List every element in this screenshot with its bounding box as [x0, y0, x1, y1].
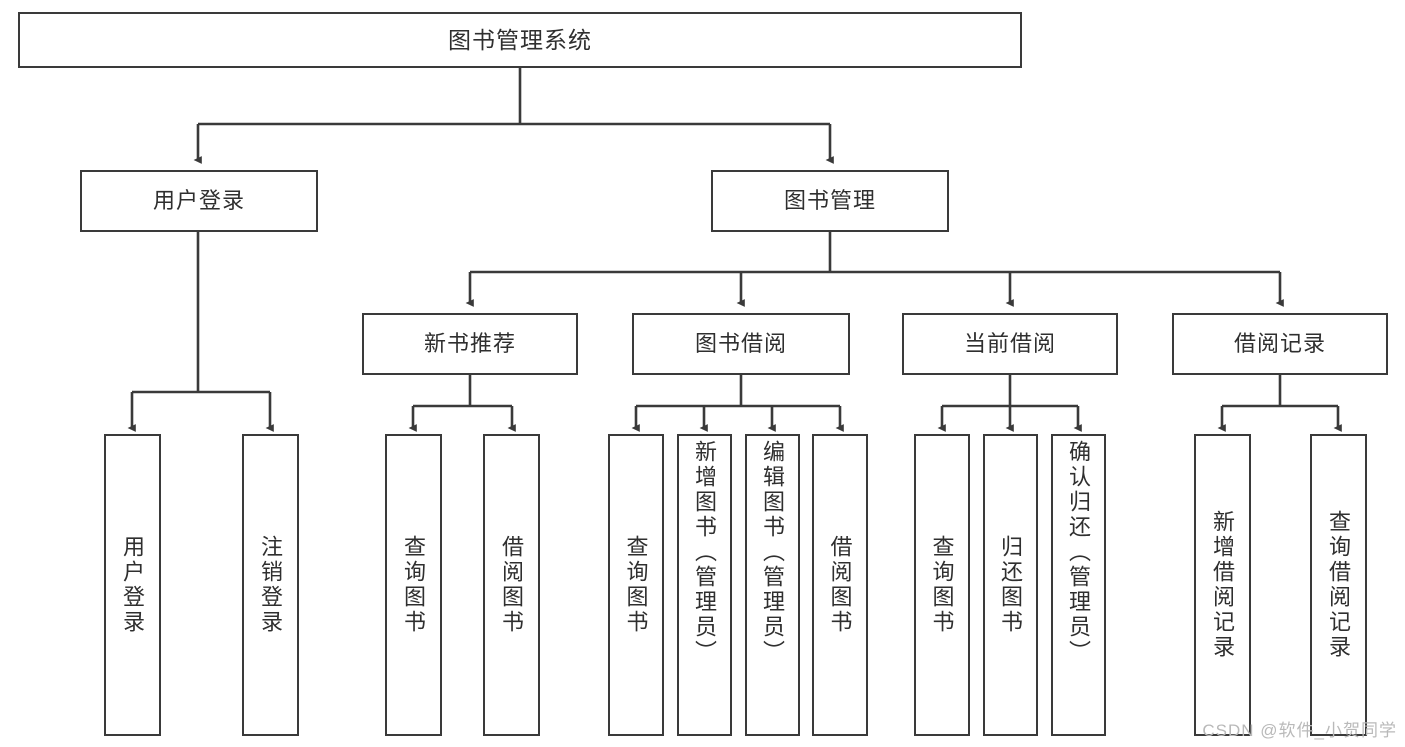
leaf-user-login[interactable]: 用户登录	[104, 434, 161, 736]
node-root-book-management-system[interactable]: 图书管理系统	[18, 12, 1022, 68]
leaf-add-book-admin[interactable]: 新增图书（管理员）	[677, 434, 732, 736]
node-label: 当前借阅	[963, 331, 1056, 357]
node-user-login[interactable]: 用户登录	[80, 170, 318, 232]
leaf-query-book-borrow[interactable]: 查询图书	[608, 434, 664, 736]
node-label: 查询借阅记录	[1326, 510, 1352, 660]
node-label: 查询图书	[929, 535, 955, 635]
node-label: 归还图书	[998, 535, 1024, 635]
node-label: 新增借阅记录	[1210, 510, 1236, 660]
node-label: 编辑图书（管理员）	[760, 440, 786, 665]
leaf-edit-book-admin[interactable]: 编辑图书（管理员）	[745, 434, 800, 736]
node-new-book-recommend[interactable]: 新书推荐	[362, 313, 578, 375]
node-label: 确认归还（管理员）	[1066, 440, 1092, 665]
node-book-borrow[interactable]: 图书借阅	[632, 313, 850, 375]
node-label: 新增图书（管理员）	[692, 440, 718, 665]
leaf-borrow-book[interactable]: 借阅图书	[812, 434, 868, 736]
node-label: 用户登录	[120, 535, 146, 635]
leaf-query-book-recommend[interactable]: 查询图书	[385, 434, 442, 736]
leaf-borrow-book-recommend[interactable]: 借阅图书	[483, 434, 540, 736]
node-label: 查询图书	[401, 535, 427, 635]
leaf-logout-login[interactable]: 注销登录	[242, 434, 299, 736]
node-book-management[interactable]: 图书管理	[711, 170, 949, 232]
node-label: 借阅图书	[827, 535, 853, 635]
leaf-confirm-return-admin[interactable]: 确认归还（管理员）	[1051, 434, 1106, 736]
leaf-add-borrow-record[interactable]: 新增借阅记录	[1194, 434, 1251, 736]
node-borrow-record[interactable]: 借阅记录	[1172, 313, 1388, 375]
leaf-return-book[interactable]: 归还图书	[983, 434, 1038, 736]
watermark: CSDN @软件_小贺同学	[1202, 721, 1397, 740]
node-label: 图书管理系统	[448, 26, 592, 53]
leaf-query-borrow-record[interactable]: 查询借阅记录	[1310, 434, 1367, 736]
node-current-borrow[interactable]: 当前借阅	[902, 313, 1118, 375]
node-label: 注销登录	[258, 535, 284, 635]
node-label: 借阅图书	[499, 535, 525, 635]
node-label: 借阅记录	[1233, 331, 1326, 357]
node-label: 查询图书	[623, 535, 649, 635]
node-label: 图书借阅	[694, 331, 787, 357]
node-label: 用户登录	[152, 188, 245, 214]
node-label: 图书管理	[783, 188, 876, 214]
node-label: 新书推荐	[423, 331, 516, 357]
leaf-query-book-current[interactable]: 查询图书	[914, 434, 970, 736]
